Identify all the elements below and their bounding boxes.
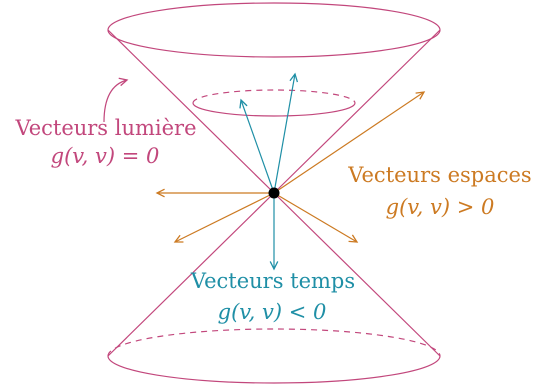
- past-cone-rim-back: [107, 328, 441, 357]
- past-cone-left-edge: [107, 192, 275, 357]
- time-vectors-title: Vecteurs temps: [190, 269, 355, 293]
- past-light-cone: [107, 192, 441, 384]
- light-vectors-formula: g(v, v) = 0: [51, 144, 160, 168]
- future-cone-section-front: [192, 102, 356, 117]
- spacelike-arrow-upper-right: [273, 91, 426, 194]
- space-vectors-formula: g(v, v) > 0: [386, 195, 495, 219]
- light-label-pointer: [103, 77, 129, 123]
- future-cone-left-edge: [107, 29, 275, 194]
- spacelike-arrow-lower-left: [173, 192, 275, 243]
- space-vectors-title: Vecteurs espaces: [347, 163, 531, 187]
- future-light-cone: [107, 2, 441, 194]
- future-cone-right-edge: [273, 29, 441, 194]
- past-cone-right-edge: [273, 192, 441, 357]
- future-cone-rim: [107, 2, 441, 58]
- light-vectors-title: Vecteurs lumière: [14, 116, 196, 140]
- future-cone-section-back: [192, 89, 356, 104]
- event-point: [268, 187, 280, 199]
- spacelike-vectors: [155, 91, 426, 243]
- time-vectors-formula: g(v, v) < 0: [218, 300, 327, 324]
- timelike-vectors: [239, 72, 299, 271]
- timelike-arrow-up-right: [273, 72, 299, 194]
- timelike-arrow-up-left: [239, 98, 275, 194]
- past-cone-rim-front: [107, 355, 441, 384]
- spacelike-arrow-lower-right: [273, 192, 359, 243]
